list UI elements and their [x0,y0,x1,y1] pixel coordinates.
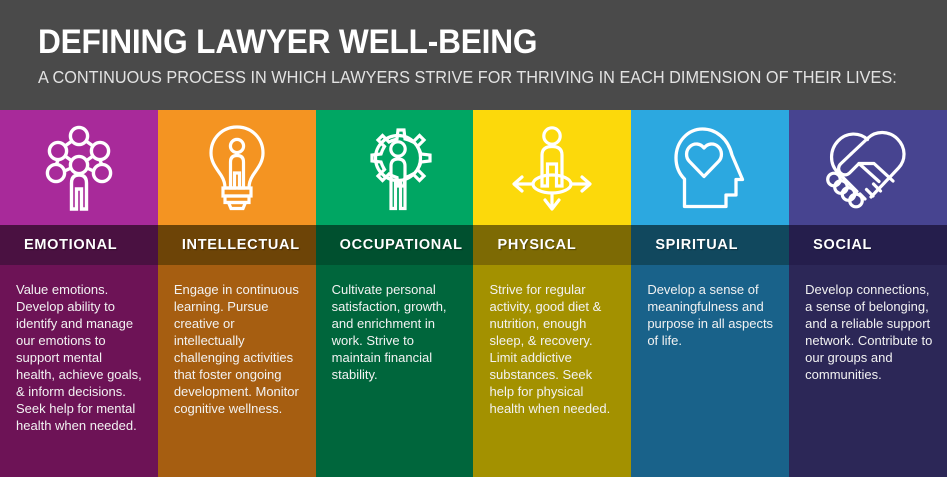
icon-band-social [789,110,947,225]
person-network-icon [42,125,116,211]
body-band-social: Develop connections, a sense of belongin… [789,265,947,477]
dimension-column-physical: PHYSICAL Strive for regular activity, go… [473,110,632,477]
person-arrows-icon [506,124,598,212]
dimension-label: SPIRITUAL [655,237,739,253]
body-band-intellectual: Engage in continuous learning. Pursue cr… [157,265,316,477]
head-heart-icon [671,125,749,211]
dimension-label: INTELLECTUAL [181,237,300,253]
label-band-social: SOCIAL [789,225,947,265]
dimension-column-intellectual: INTELLECTUAL Engage in continuous learni… [157,110,316,477]
dimension-column-social: SOCIAL Develop connections, a sense of b… [789,110,947,477]
label-band-spiritual: SPIRITUAL [631,225,790,265]
dimension-columns: EMOTIONAL Value emotions. Develop abilit… [0,110,947,477]
dimension-label: EMOTIONAL [24,237,118,253]
label-band-intellectual: INTELLECTUAL [157,225,316,265]
icon-band-physical [473,110,632,225]
handshake-heart-icon [821,125,915,211]
lightbulb-person-icon [205,124,269,212]
dimension-column-occupational: OCCUPATIONAL Cultivate personal satisfac… [315,110,474,477]
dimension-description: Develop a sense of meaningfulness and pu… [647,282,774,348]
label-band-physical: PHYSICAL [473,225,632,265]
page-title: DEFINING LAWYER WELL-BEING [38,23,538,61]
icon-band-emotional [0,110,158,225]
body-band-occupational: Cultivate personal satisfaction, growth,… [315,265,474,477]
gear-person-icon [353,124,437,212]
header: DEFINING LAWYER WELL-BEING A CONTINUOUS … [0,0,947,110]
label-band-occupational: OCCUPATIONAL [315,225,474,265]
dimension-description: Strive for regular activity, good diet &… [489,282,611,416]
page-subtitle: A CONTINUOUS PROCESS IN WHICH LAWYERS ST… [38,67,897,87]
body-band-spiritual: Develop a sense of meaningfulness and pu… [631,265,790,477]
body-band-physical: Strive for regular activity, good diet &… [473,265,632,477]
dimension-description: Cultivate personal satisfaction, growth,… [331,282,447,382]
icon-band-occupational [315,110,474,225]
dimension-description: Develop connections, a sense of belongin… [805,282,933,382]
dimension-column-spiritual: SPIRITUAL Develop a sense of meaningfuln… [631,110,790,477]
dimension-description: Value emotions. Develop ability to ident… [16,282,142,433]
dimension-label: SOCIAL [813,237,873,253]
dimension-label: OCCUPATIONAL [339,237,463,253]
icon-band-intellectual [157,110,316,225]
body-band-emotional: Value emotions. Develop ability to ident… [0,265,158,477]
dimension-column-emotional: EMOTIONAL Value emotions. Develop abilit… [0,110,158,477]
dimension-label: PHYSICAL [497,237,577,253]
dimension-description: Engage in continuous learning. Pursue cr… [173,282,299,416]
label-band-emotional: EMOTIONAL [0,225,158,265]
icon-band-spiritual [631,110,790,225]
